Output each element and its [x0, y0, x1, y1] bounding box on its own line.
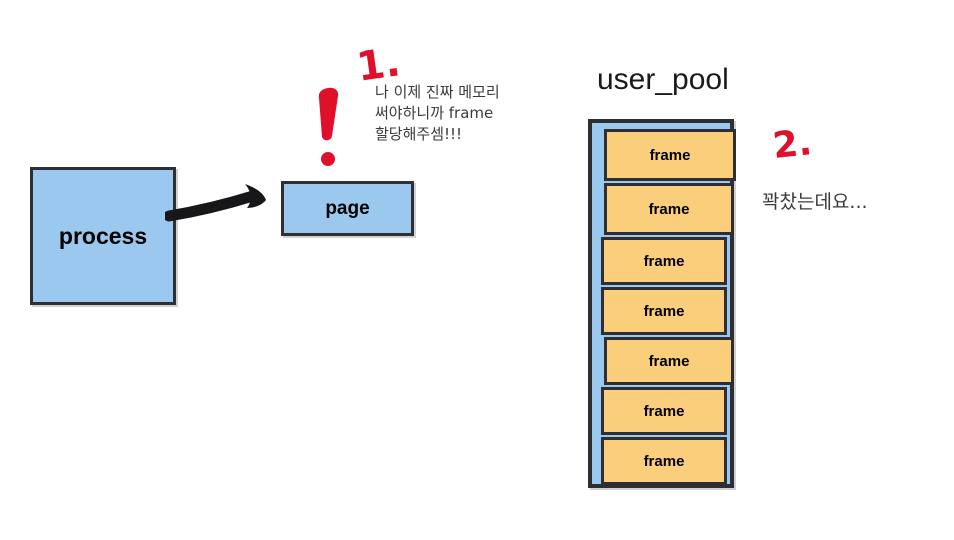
frame-box[interactable]: frame [604, 183, 734, 235]
frame-label: frame [648, 352, 690, 370]
frame-box[interactable]: frame [601, 287, 727, 335]
exclamation-mark-icon [318, 87, 339, 166]
frame-label: frame [649, 146, 691, 164]
frame-label: frame [643, 302, 685, 320]
frame-box[interactable]: frame [604, 337, 734, 385]
process-label: process [58, 222, 148, 249]
process-box[interactable]: process [30, 167, 176, 305]
page-label: page [325, 197, 370, 219]
frame-label: frame [643, 402, 685, 420]
step-two-marker: 2. [770, 122, 814, 167]
step-one-note: 나 이제 진짜 메모리 써야하니까 frame 할당해주셈!!! [375, 83, 500, 143]
user-pool-title: user_pool [597, 63, 729, 96]
user-pool-container: frame frame frame frame frame frame fram… [588, 119, 736, 488]
frame-label: frame [643, 252, 685, 270]
frame-box[interactable]: frame [601, 437, 727, 485]
frame-box[interactable]: frame [601, 237, 727, 285]
step-two-note: 꽉찼는데요... [762, 191, 868, 213]
frame-box[interactable]: frame [604, 129, 736, 181]
frame-box[interactable]: frame [601, 387, 727, 435]
frame-label: frame [643, 452, 685, 470]
process-to-page-arrow-icon [165, 184, 266, 222]
frame-label: frame [648, 200, 690, 218]
page-box[interactable]: page [281, 181, 414, 236]
